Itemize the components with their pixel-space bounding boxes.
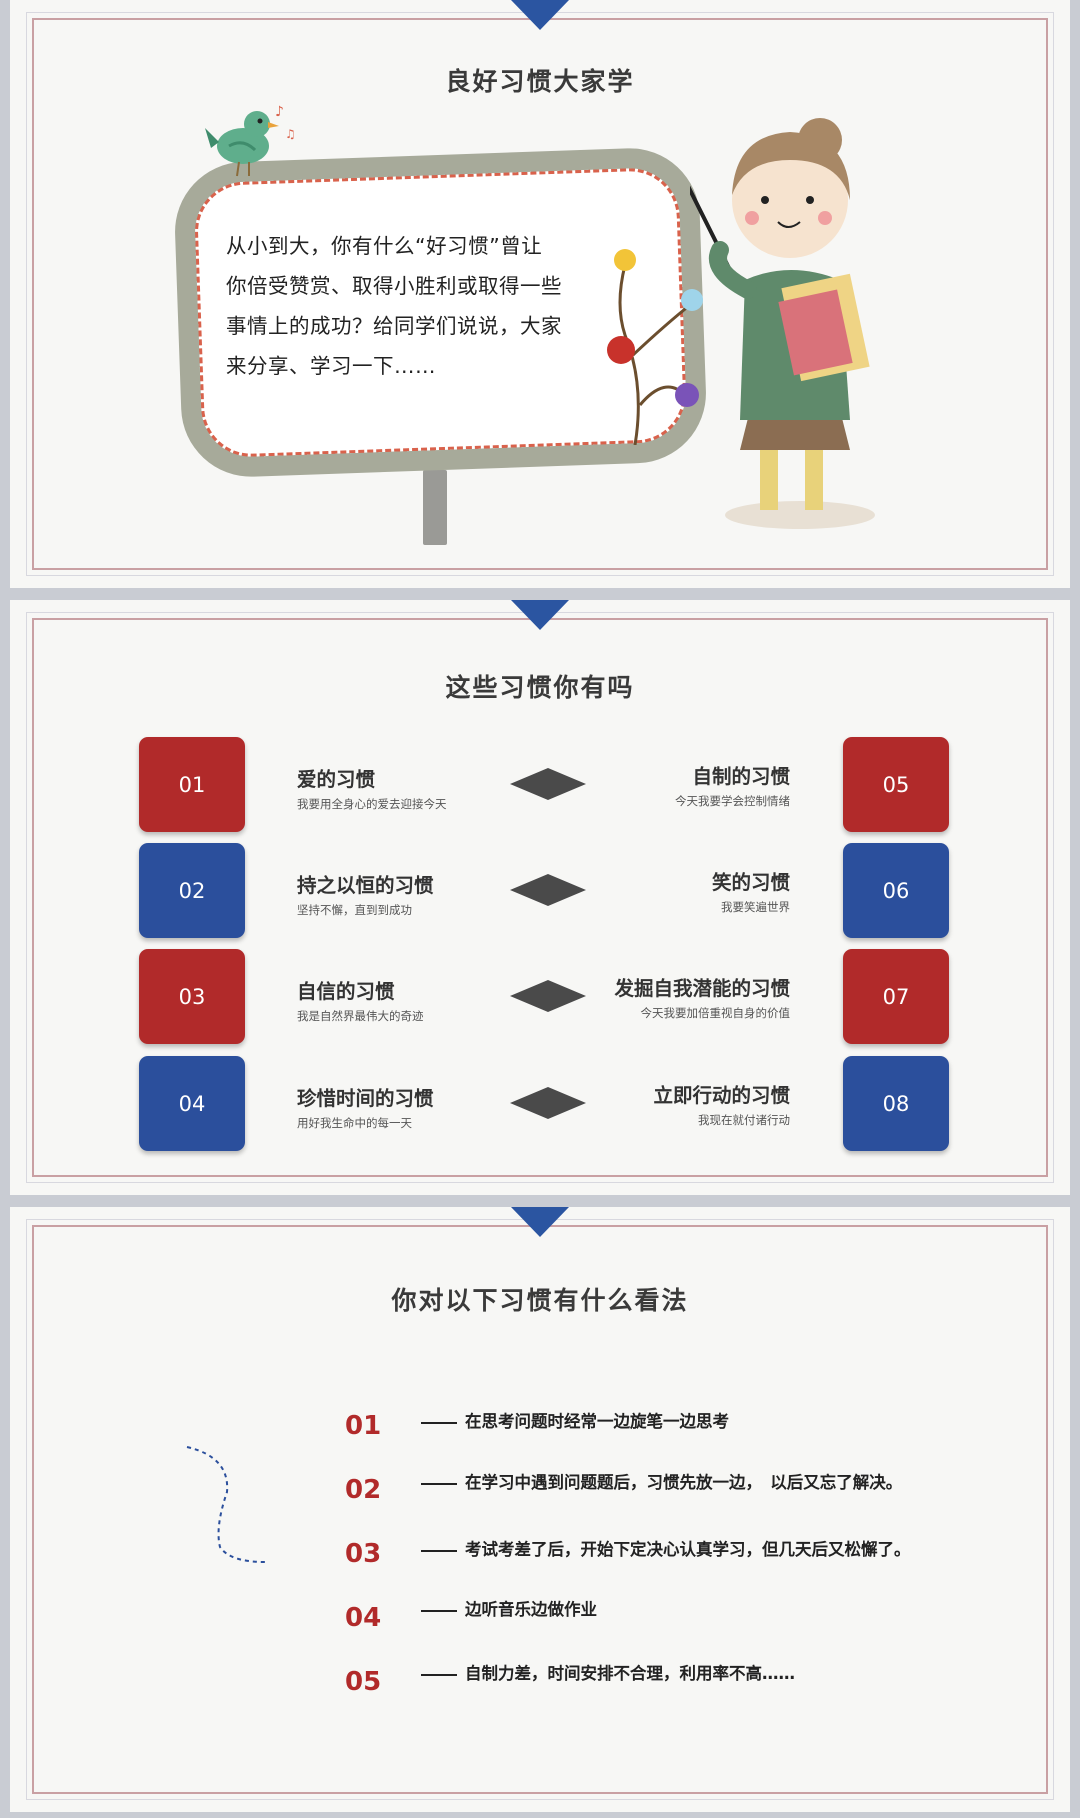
opinion-item: 在思考问题时经常一边旋笔一边思考: [421, 1408, 729, 1432]
item-number: 01: [345, 1411, 382, 1441]
opinion-text: 考试考差了后，开始下定决心认真学习，但几天后又松懈了。: [465, 1540, 911, 1559]
item-number: 04: [345, 1603, 382, 1633]
diamond-icon: [510, 768, 586, 800]
board-line: 你倍受赞赏、取得小胜利或取得一些: [226, 274, 562, 298]
habit-subtitle: 我要笑遍世界: [721, 900, 790, 914]
opinion-item: 考试考差了后，开始下定决心认真学习，但几天后又松懈了。: [421, 1536, 911, 1560]
habit-title: 发掘自我潜能的习惯: [614, 977, 790, 1000]
habit-badge: 01: [139, 737, 245, 832]
board-line: 事情上的成功？给同学们说说，大家: [226, 314, 562, 338]
habit-title: 笑的习惯: [711, 871, 790, 894]
svg-text:♫: ♫: [285, 127, 295, 141]
opinion-item: 边听音乐边做作业: [421, 1596, 597, 1620]
bird-icon: ♪ ♫: [205, 104, 295, 177]
habit-title: 自制的习惯: [692, 765, 790, 788]
habit-title: 立即行动的习惯: [653, 1084, 790, 1107]
habit-title: 持之以恒的习惯: [297, 874, 434, 897]
slide-good-habits: 良好习惯大家学 从小到大，你有什么“好习惯”曾让 你倍受赞赏、取得小胜利或取得一…: [10, 0, 1070, 588]
opinion-text: 在学习中遇到问题题后，习惯先放一边， 以后又忘了解决。: [465, 1473, 903, 1492]
slide-habit-opinions: 你对以下习惯有什么看法 01 在思考问题时经常一边旋笔一边思考 02 在学习中遇…: [10, 1207, 1070, 1812]
item-number: 02: [345, 1475, 382, 1505]
teacher-illustration: [690, 118, 875, 529]
board-line: 从小到大，你有什么“好习惯”曾让: [226, 234, 543, 258]
board-post: [423, 470, 447, 545]
habit-badge: 03: [139, 949, 245, 1044]
lightbulb-flowers-icon: [607, 249, 703, 445]
slide-title: 良好习惯大家学: [445, 67, 635, 96]
svg-text:♪: ♪: [275, 104, 284, 120]
habit-title: 珍惜时间的习惯: [297, 1087, 434, 1110]
dashed-squiggle-icon: [186, 1446, 266, 1563]
item-number: 05: [345, 1667, 382, 1697]
habit-subtitle: 我要用全身心的爱去迎接今天: [297, 797, 447, 811]
habit-badge: 02: [139, 843, 245, 938]
habit-subtitle: 今天我要加倍重视自身的价值: [640, 1006, 791, 1020]
triangle-marker-icon: [511, 600, 569, 630]
habit-badge: 07: [843, 949, 949, 1044]
habit-subtitle: 我是自然界最伟大的奇迹: [297, 1009, 424, 1023]
triangle-marker-icon: [511, 0, 569, 30]
habit-title: 爱的习惯: [297, 768, 376, 791]
opinion-item: 在学习中遇到问题题后，习惯先放一边， 以后又忘了解决。: [421, 1469, 902, 1493]
habit-badge: 06: [843, 843, 949, 938]
opinion-text: 自制力差，时间安排不合理，利用率不高……: [465, 1664, 795, 1683]
habit-subtitle: 坚持不懈，直到到成功: [297, 903, 412, 917]
habit-badge: 05: [843, 737, 949, 832]
slide-title: 你对以下习惯有什么看法: [391, 1286, 689, 1315]
diamond-icon: [510, 980, 586, 1012]
habit-badge: 04: [139, 1056, 245, 1151]
item-number: 03: [345, 1539, 382, 1569]
opinion-item: 自制力差，时间安排不合理，利用率不高……: [421, 1660, 795, 1684]
slide-habits-list: 这些习惯你有吗 01 02 03 04 爱的习惯 我要用全身心的爱去迎接今天 持…: [10, 600, 1070, 1195]
habit-title: 自信的习惯: [297, 980, 395, 1003]
diamond-icon: [510, 874, 586, 906]
slide-title: 这些习惯你有吗: [445, 673, 635, 702]
habit-subtitle: 我现在就付诸行动: [698, 1113, 790, 1127]
opinion-text: 边听音乐边做作业: [465, 1600, 597, 1619]
opinion-text: 在思考问题时经常一边旋笔一边思考: [465, 1412, 729, 1431]
habit-subtitle: 用好我生命中的每一天: [297, 1116, 412, 1130]
triangle-marker-icon: [511, 1207, 569, 1237]
habit-subtitle: 今天我要学会控制情绪: [675, 794, 790, 808]
diamond-icon: [510, 1087, 586, 1119]
habit-badge: 08: [843, 1056, 949, 1151]
board-line: 来分享、学习一下……: [226, 354, 436, 378]
board-text: 从小到大，你有什么“好习惯”曾让 你倍受赞赏、取得小胜利或取得一些 事情上的成功…: [226, 226, 601, 386]
